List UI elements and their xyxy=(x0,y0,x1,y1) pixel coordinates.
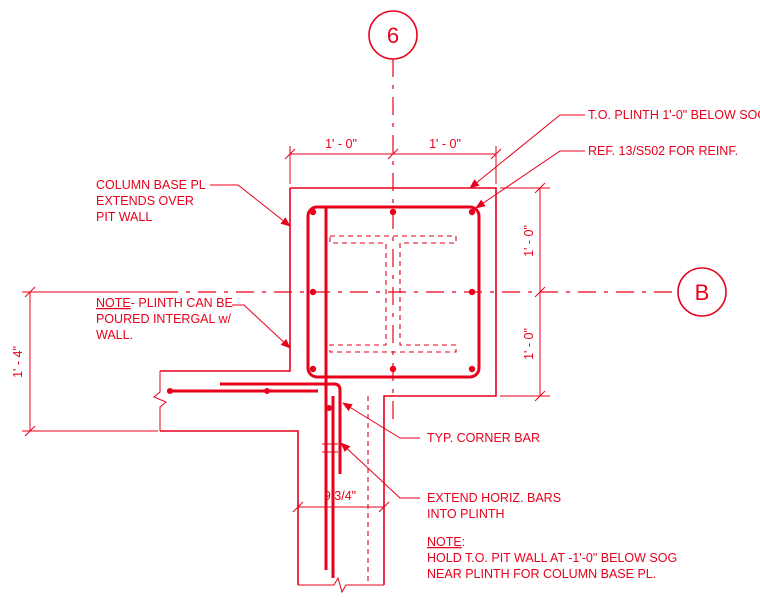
dimension-left: 1' - 4" xyxy=(11,286,160,437)
dim-wall-width: 9 3/4" xyxy=(324,489,356,503)
grid-line-6: 6 xyxy=(368,10,418,420)
dimension-top: 1' - 0" 1' - 0" xyxy=(284,137,502,184)
note-plinth-text-1: - PLINTH CAN BE xyxy=(131,296,233,310)
note-hold-line-1: HOLD T.O. PIT WALL AT -1'-0" BELOW SOG xyxy=(427,551,677,565)
note-plinth-line-3: WALL. xyxy=(96,328,133,342)
note-hold-line-2: NEAR PLINTH FOR COLUMN BASE PL. xyxy=(427,567,656,581)
wall-reinforcement xyxy=(167,208,342,578)
concrete-outline xyxy=(153,187,497,594)
dim-left-height: 1' - 4" xyxy=(11,346,25,378)
dim-right-lower: 1' - 0" xyxy=(522,328,536,360)
note-plinth-line-2: POURED INTERGAL w/ xyxy=(96,312,232,326)
plinth-reinforcement xyxy=(306,205,481,379)
grid-bubble-b xyxy=(677,267,727,317)
note-extend-1: EXTEND HORIZ. BARS xyxy=(427,491,561,505)
dim-right-upper: 1' - 0" xyxy=(522,225,536,257)
dim-top-left: 1' - 0" xyxy=(325,137,357,151)
note-corner-bar: TYP. CORNER BAR xyxy=(427,431,540,445)
note-plinth-heading: NOTE xyxy=(96,296,131,310)
notes: T.O. PLINTH 1'-0" BELOW SOG REF. 13/S502… xyxy=(96,108,760,581)
note-reinf-ref: REF. 13/S502 FOR REINF. xyxy=(588,144,738,158)
note-base-plate-2: EXTENDS OVER xyxy=(96,194,194,208)
grid-label-6: 6 xyxy=(387,23,399,48)
leaders xyxy=(210,114,585,499)
plinth-tie xyxy=(306,205,481,379)
dimension-wall: 9 3/4" xyxy=(292,489,390,514)
grid-line-b: B xyxy=(160,267,727,317)
dimension-right: 1' - 0" 1' - 0" xyxy=(500,182,550,402)
note-base-plate-3: PIT WALL xyxy=(96,210,152,224)
dim-top-right: 1' - 0" xyxy=(429,137,461,151)
note-hold-heading: NOTE: xyxy=(427,535,465,549)
note-base-plate-1: COLUMN BASE PL xyxy=(96,178,206,192)
note-extend-2: INTO PLINTH xyxy=(427,507,505,521)
note-top-of-plinth: T.O. PLINTH 1'-0" BELOW SOG xyxy=(588,108,760,122)
note-plinth-line-1: NOTE- PLINTH CAN BE xyxy=(96,296,233,310)
grid-label-b: B xyxy=(695,280,710,305)
column-base-plate xyxy=(329,235,457,353)
